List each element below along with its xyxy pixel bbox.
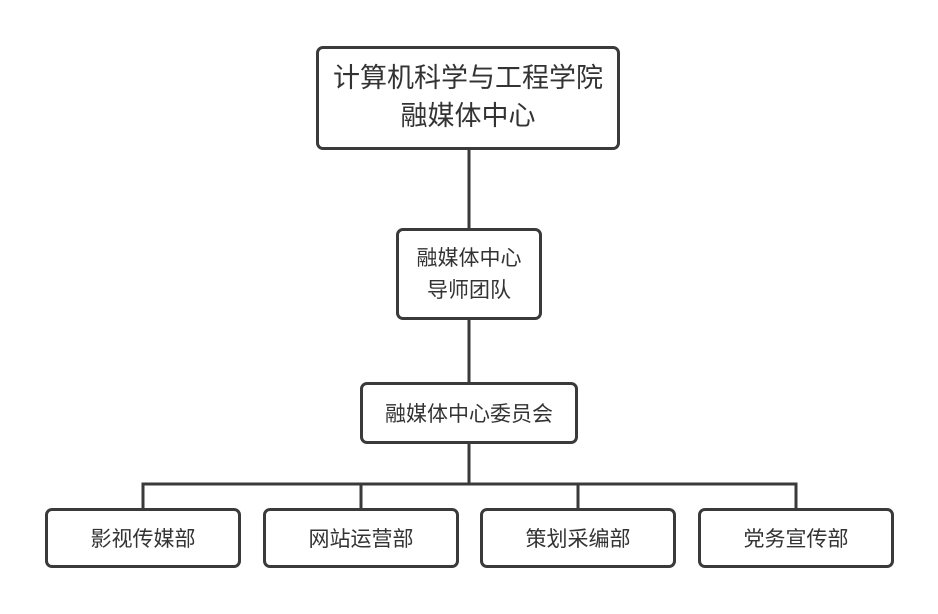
department-node-label: 党务宣传部 <box>743 527 849 551</box>
committee-node-label: 融媒体中心委员会 <box>385 402 553 426</box>
root-node-line1: 计算机科学与工程学院 <box>333 63 603 94</box>
mentor-team-node-line2: 导师团队 <box>427 278 511 302</box>
department-node: 网站运营部 <box>263 508 459 568</box>
department-node-label: 影视传媒部 <box>90 527 196 551</box>
department-node-label: 网站运营部 <box>308 527 414 551</box>
department-node: 影视传媒部 <box>45 508 241 568</box>
root-node-line2: 融媒体中心 <box>400 101 536 132</box>
committee-node: 融媒体中心委员会 <box>360 382 578 444</box>
mentor-team-node-line1: 融媒体中心 <box>416 246 522 270</box>
mentor-team-node: 融媒体中心 导师团队 <box>396 228 542 320</box>
root-node: 计算机科学与工程学院 融媒体中心 <box>316 46 620 150</box>
department-node: 党务宣传部 <box>698 508 894 568</box>
department-node: 策划采编部 <box>480 508 676 568</box>
department-node-label: 策划采编部 <box>525 527 631 551</box>
